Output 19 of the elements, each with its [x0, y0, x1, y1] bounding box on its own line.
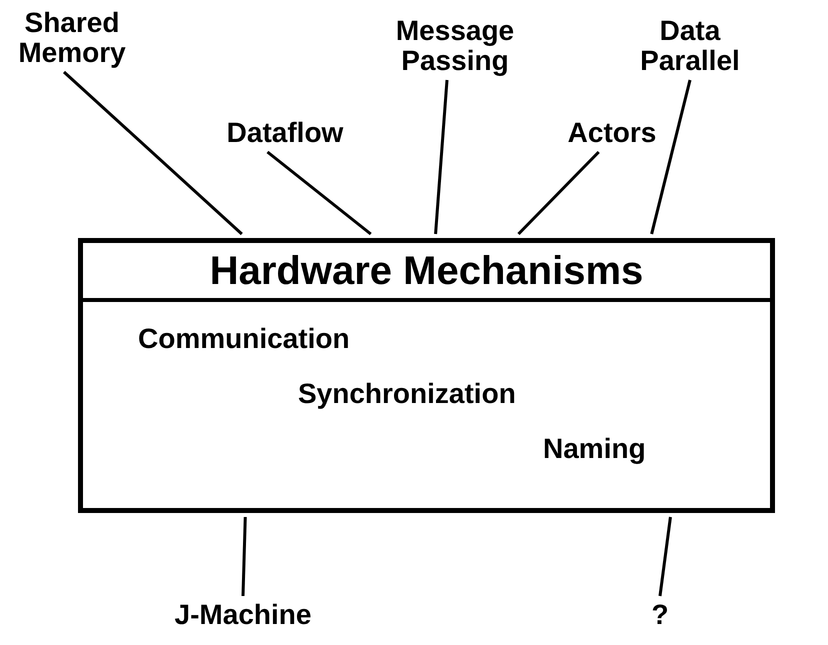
label-text: Message Passing: [375, 16, 535, 76]
connector-line: [434, 80, 448, 234]
box-heading: Hardware Mechanisms: [208, 249, 644, 293]
connector-line: [62, 70, 243, 236]
connector-line: [658, 516, 672, 596]
box-item: Synchronization: [298, 378, 516, 410]
label-text: Data Parallel: [625, 16, 755, 76]
box-item: Naming: [543, 433, 646, 465]
label-text: ?: [651, 600, 669, 630]
connector-line: [242, 516, 247, 596]
mechanism-box: [78, 238, 775, 513]
label-text: J-Machine: [174, 600, 312, 630]
label-text: Dataflow: [226, 118, 344, 148]
label-text: Shared Memory: [0, 8, 152, 68]
box-item: Communication: [138, 323, 350, 355]
connector-line: [517, 150, 600, 236]
label-text: Actors: [568, 118, 656, 148]
connector-line: [266, 150, 372, 236]
connector-line: [650, 80, 692, 234]
